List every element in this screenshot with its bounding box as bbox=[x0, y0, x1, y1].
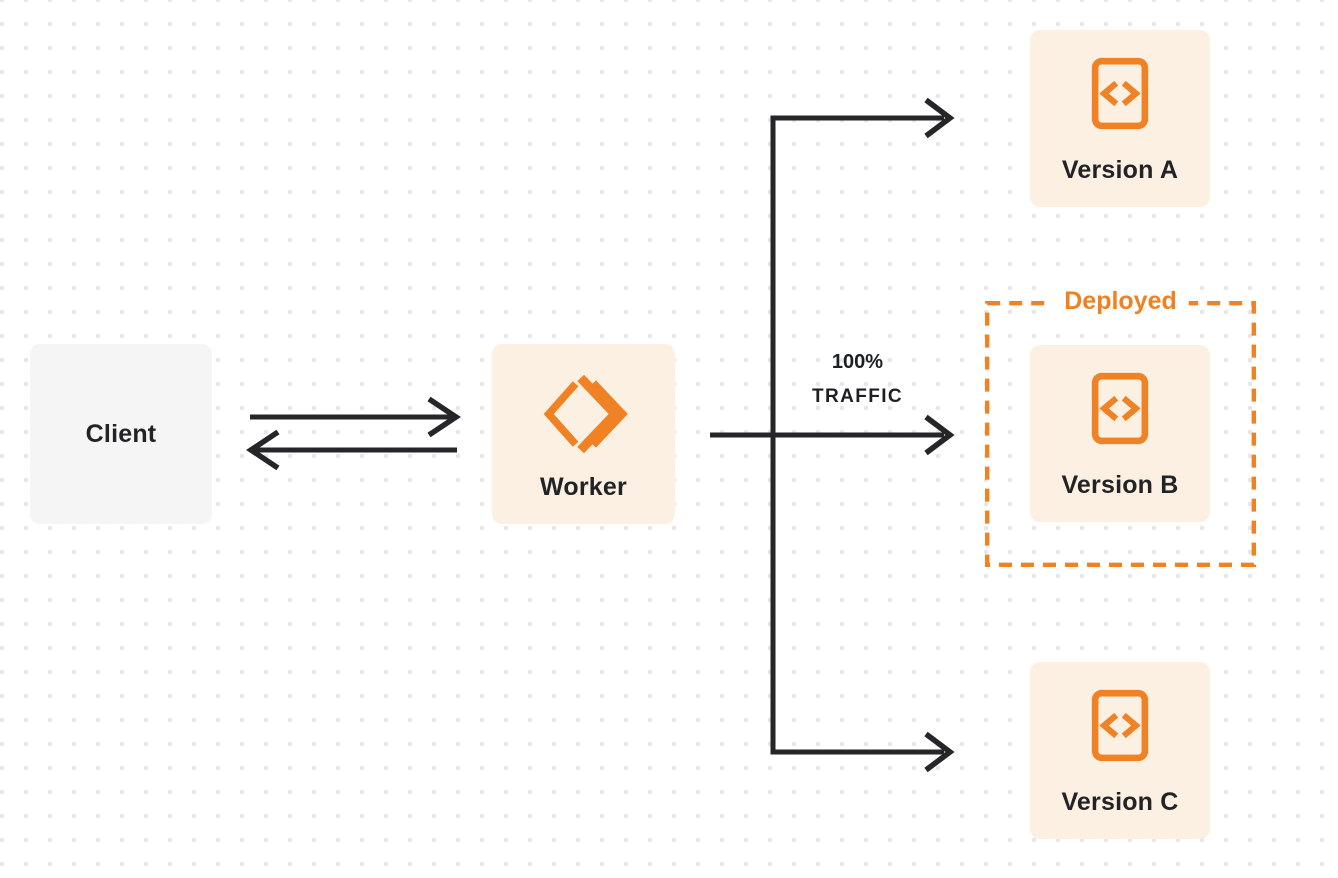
code-document-icon bbox=[1090, 371, 1150, 446]
client-node: Client bbox=[30, 344, 212, 524]
deployed-group: Deployed bbox=[985, 286, 1256, 567]
worker-to-client-arrow bbox=[246, 429, 457, 471]
arrow-to-version-c bbox=[924, 731, 955, 773]
version-a-node: Version A bbox=[1030, 30, 1210, 207]
arrow-to-version-b bbox=[710, 414, 955, 456]
traffic-label-line1: 100% bbox=[831, 351, 884, 373]
deployed-group-label: Deployed bbox=[1052, 286, 1189, 316]
arrow-to-version-a bbox=[924, 97, 955, 139]
version-c-node: Version C bbox=[1030, 662, 1210, 839]
traffic-percentage-label: 100% TRAFFIC bbox=[770, 350, 945, 409]
traffic-label-line2: TRAFFIC bbox=[811, 386, 904, 407]
code-document-icon bbox=[1090, 56, 1150, 131]
workers-double-chevron-icon bbox=[540, 372, 628, 456]
version-b-node: Version B bbox=[1030, 345, 1210, 522]
client-to-worker-arrow bbox=[250, 396, 461, 438]
version-b-node-label: Version B bbox=[1061, 471, 1179, 499]
version-a-node-label: Version A bbox=[1061, 156, 1179, 184]
version-c-node-label: Version C bbox=[1061, 788, 1179, 816]
client-node-label: Client bbox=[85, 420, 157, 448]
worker-branch-trunk bbox=[770, 115, 944, 755]
worker-node-label: Worker bbox=[540, 473, 627, 501]
worker-node: Worker bbox=[492, 344, 675, 524]
code-document-icon bbox=[1090, 688, 1150, 763]
